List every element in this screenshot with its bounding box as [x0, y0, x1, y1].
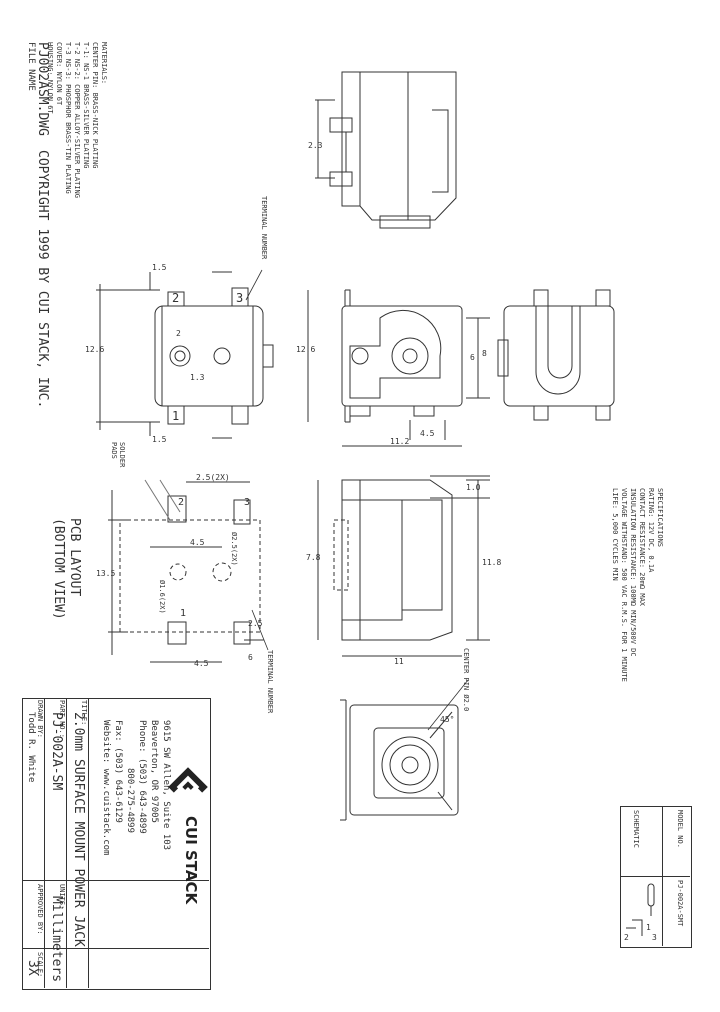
schematic-pin-1: 1: [646, 923, 651, 932]
specs-line: VOLTAGE WITHSTAND: 500 VAC R.M.S. FOR 1 …: [620, 488, 628, 682]
specs-line: LIFE: 5,000 CYCLES MIN: [611, 488, 619, 581]
title: 2.0mm SURFACE MOUNT POWER JACK: [71, 712, 86, 947]
units: Millimeters: [49, 896, 64, 983]
dim-45c: 4.5: [194, 659, 209, 668]
scale: 3X: [25, 960, 40, 976]
dim-112: 11.2: [390, 437, 409, 446]
bottom-view: [317, 475, 490, 657]
drawn-by: Todd R. White: [26, 712, 36, 783]
rear-view: [497, 289, 615, 421]
company-name: CUI STACK: [182, 816, 200, 905]
model: PJ-002A-SMT: [676, 880, 684, 927]
schematic-pin-3: 3: [652, 933, 657, 942]
materials-line: CENTER PIN: BRASS-NICK PLATING: [91, 42, 99, 169]
dim-phi25: Ø2.5(2X): [230, 532, 238, 566]
center-view: [307, 289, 490, 447]
pcb-layout-title: PCB LAYOUT: [67, 518, 82, 597]
dim-6: 6: [470, 353, 475, 362]
terminal-number-bottom: TERMINAL NUMBER: [266, 650, 274, 714]
dim-8: 8: [482, 349, 487, 358]
dim-2: 2: [176, 329, 181, 338]
end-view: [340, 699, 459, 821]
fax: (503) 643-6129: [113, 747, 123, 823]
title-block-frame: [22, 698, 211, 990]
pcb-layout-subtitle: (BOTTOM VIEW): [51, 518, 66, 620]
dim-11: 11: [394, 657, 404, 666]
dim-25: 2.5: [248, 619, 263, 628]
materials-heading: MATERIALS:: [100, 42, 108, 85]
schematic-pin-2: 2: [624, 933, 629, 942]
specs-heading: SPECIFICATIONS: [656, 488, 664, 548]
fax-label: Fax:: [113, 720, 123, 742]
dim-6b: 6: [248, 653, 253, 662]
dim-13: 1.3: [190, 373, 205, 382]
dim-118: 11.8: [482, 558, 501, 567]
dim-45a: 4.5: [420, 429, 435, 438]
materials-line: HOUSING: NYLON 6T: [46, 42, 54, 114]
materials-line: T-1: NS-1 BRASS-SILVER PLATING: [82, 42, 90, 169]
schematic-symbol: 1 3 2: [624, 883, 657, 942]
phone-label: Phone:: [137, 720, 147, 753]
schematic-label: SCHEMATIC: [632, 810, 640, 848]
drawn-by-label: DRAWN BY:: [36, 700, 44, 738]
dim-126a: 12.6: [85, 345, 104, 354]
side-view-top: [315, 71, 457, 229]
dim-23: 2.3: [308, 141, 323, 150]
pcb-pin-label-1: 1: [180, 608, 186, 619]
solder-pads-label: SOLDER PADS: [110, 442, 126, 468]
pcb-layout: [119, 519, 261, 633]
materials-line: T-2 NS-2: COPPER ALLOY-SILVER PLATING: [73, 42, 81, 198]
dim-15b: 1.5: [152, 435, 167, 444]
dim-126b: 12.6: [296, 345, 315, 354]
dim-25x: 2.5(2X): [196, 473, 230, 482]
center-pin-label: CENTER PIN Ø2.0: [462, 648, 470, 712]
pin-label-1: 1: [172, 409, 179, 423]
specs-line: CONTACT RESISTANCE: 20mΩ MAX: [638, 488, 646, 607]
dim-45b: 4.5: [190, 538, 205, 547]
website: www.cuistack.com: [101, 768, 111, 856]
pin-label-3: 3: [236, 291, 243, 305]
phone-1: (503) 643-4899: [137, 757, 147, 834]
dim-10: 1.0: [466, 483, 481, 492]
materials-line: COVER: NYLON 6T: [55, 42, 63, 106]
cui-stack-logo: [168, 767, 208, 793]
phone-2: 800-275-4899: [125, 768, 135, 834]
terminal-number-top: TERMINAL NUMBER: [260, 196, 268, 260]
specs-line: RATING: 12V DC, 0.1A: [647, 488, 655, 573]
front-view: [96, 271, 274, 439]
pcb-pin-label-2: 2: [178, 497, 184, 508]
address-2: Beaverton, OR 97005: [149, 720, 159, 823]
model-label: MODEL NO.: [676, 810, 684, 848]
pcb-pin-label-3: 3: [244, 497, 250, 508]
dim-45deg: 45°: [440, 715, 454, 724]
dim-78: 7.8: [306, 553, 321, 562]
website-label: Website:: [101, 720, 111, 764]
specs-line: INSULATION RESISTANCE: 100MΩ MIN/500V DC: [629, 488, 637, 657]
schematic-block-frame: [620, 806, 692, 948]
pcb-pads: [108, 479, 264, 663]
dim-15a: 1.5: [152, 263, 167, 272]
dim-phi16: Ø1.6(2X): [158, 580, 166, 614]
approved-by-label: APPROVED BY:: [36, 884, 44, 935]
pin-label-2: 2: [172, 291, 179, 305]
part-no: PJ-002A-SM: [49, 712, 64, 791]
dim-135: 13.5: [96, 569, 115, 578]
materials-line: T-3 NS-3: PHOSPHOR BRASS-TIN PLATING: [64, 42, 72, 194]
